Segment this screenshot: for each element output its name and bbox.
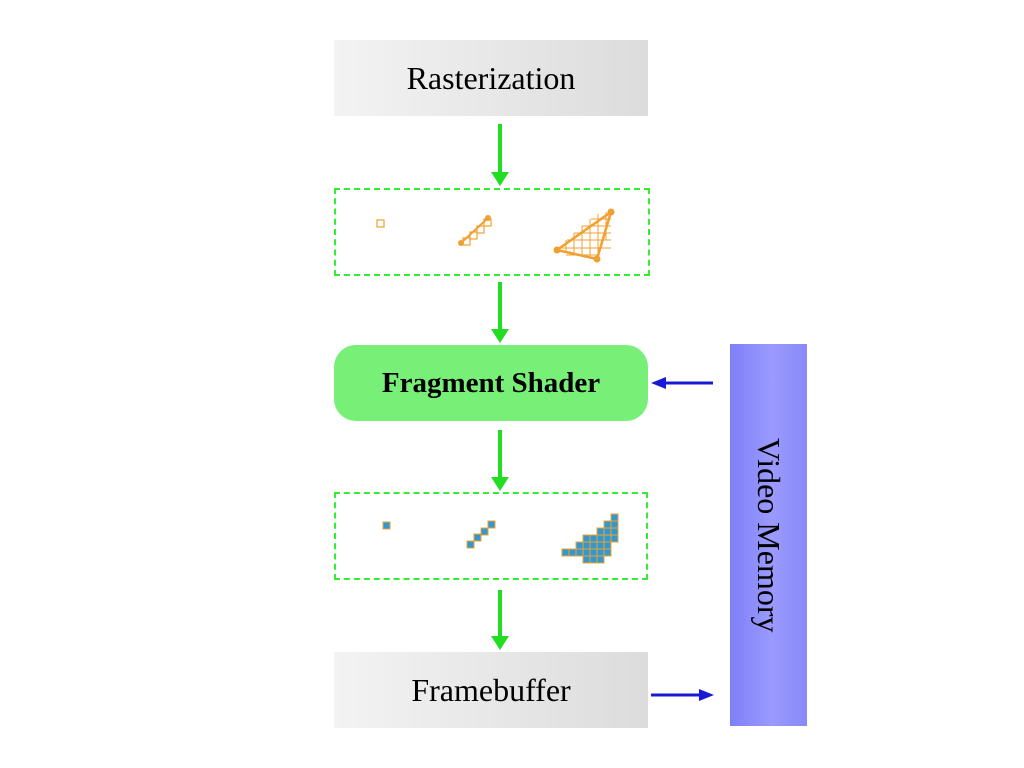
flow-arrow-3 [491, 430, 509, 491]
fragment-line-icon [458, 215, 492, 246]
shaded-fragments-group [334, 492, 648, 580]
fragment-shader-stage: Fragment Shader [334, 345, 648, 421]
framebuffer-label: Framebuffer [411, 671, 571, 708]
memory-to-shader-arrow [651, 377, 713, 389]
framebuffer-stage: Framebuffer [334, 652, 648, 728]
fragment-point-icon [376, 219, 385, 228]
rasterization-stage: Rasterization [334, 40, 648, 116]
framebuffer-to-memory-arrow [651, 689, 714, 701]
shaded-point-icon [382, 521, 391, 530]
flow-arrow-4 [491, 590, 509, 650]
fragment-shader-label: Fragment Shader [381, 366, 601, 399]
fragment-triangle-icon [553, 208, 615, 263]
video-memory-label: Video Memory [751, 437, 787, 633]
fragments-group [334, 188, 650, 276]
shaded-triangle-icon [561, 513, 619, 564]
video-memory-block: Video Memory [730, 344, 807, 726]
flow-arrow-1 [491, 124, 509, 186]
shaded-line-icon [466, 520, 496, 549]
rasterization-label: Rasterization [406, 59, 576, 96]
flow-arrow-2 [491, 282, 509, 343]
